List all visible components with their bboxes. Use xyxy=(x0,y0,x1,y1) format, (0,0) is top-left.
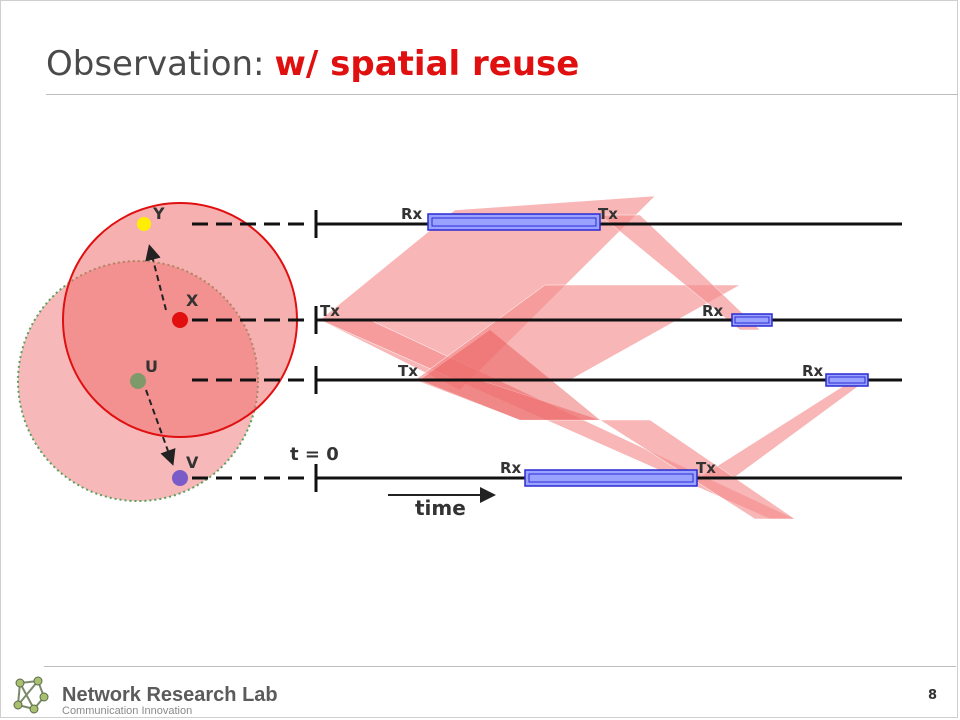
lab-subtitle: Communication Innovation xyxy=(62,705,193,717)
node-x-label: X xyxy=(186,291,199,310)
u-to-v-arrow xyxy=(145,389,176,466)
row2-rx-label: Rx xyxy=(702,302,724,320)
title-prefix: Observation: xyxy=(46,44,265,84)
node-x xyxy=(172,312,188,328)
node-u-label: U xyxy=(145,357,158,376)
row1-tx-label: Tx xyxy=(598,205,618,223)
rx-box-x-inner xyxy=(734,316,770,324)
time-label: time xyxy=(415,496,466,520)
node-v-label: V xyxy=(186,453,199,472)
row3-tx-label: Tx xyxy=(398,362,418,380)
t-zero-label: t = 0 xyxy=(290,444,339,465)
lab-logo-icon xyxy=(13,676,49,714)
rx-box-u xyxy=(825,373,869,387)
y-to-x-beam xyxy=(599,214,761,331)
node-u xyxy=(130,373,146,389)
interference-overlap xyxy=(420,330,600,420)
row4-rx-label: Rx xyxy=(500,459,522,477)
x-to-y-arrow xyxy=(145,244,167,311)
rx-box-v xyxy=(524,469,698,487)
rx-box-y-inner xyxy=(431,217,597,227)
lab-name: Network Research Lab xyxy=(62,684,278,706)
rx-box-y xyxy=(427,213,601,231)
row3-rx-label: Rx xyxy=(802,362,824,380)
page-number: 8 xyxy=(928,688,938,703)
node-y xyxy=(137,217,151,231)
node-y-label: Y xyxy=(152,204,165,223)
title-accent: w/ spatial reuse xyxy=(274,44,580,84)
node-v xyxy=(172,470,188,486)
v-to-u-beam xyxy=(699,384,861,478)
slide-title: Observation:w/ spatial reuse xyxy=(46,44,579,84)
rx-box-x xyxy=(731,313,773,327)
rx-box-u-inner xyxy=(828,376,866,384)
row2-tx-label: Tx xyxy=(320,302,340,320)
row1-rx-label: Rx xyxy=(401,205,423,223)
row4-tx-label: Tx xyxy=(696,459,716,477)
rx-box-v-inner xyxy=(528,473,694,483)
footer-rule xyxy=(44,666,956,667)
title-rule xyxy=(46,94,958,95)
